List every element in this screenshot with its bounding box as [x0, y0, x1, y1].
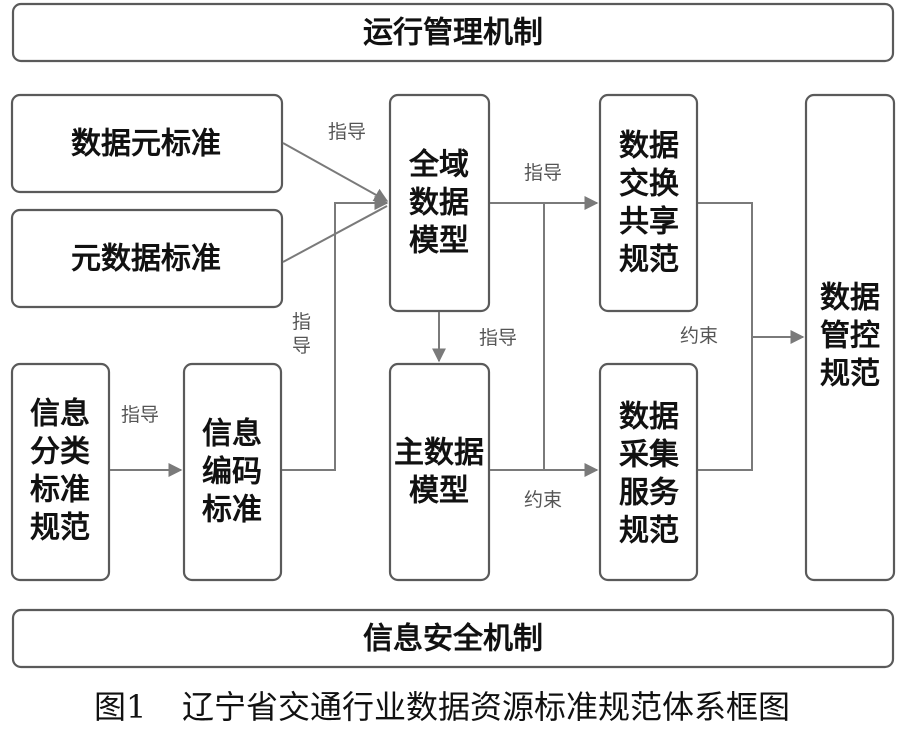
data-control-spec-line: 管控: [820, 319, 880, 354]
global-data-model-line: 数据: [409, 186, 469, 221]
metadata-standard-label: 元数据标准: [71, 242, 221, 277]
master-data-model-box: 主数据 模型: [388, 362, 491, 582]
info-coding-standard-box: 信息 编码 标准: [182, 362, 283, 582]
data-collection-spec-line: 规范: [619, 514, 679, 549]
edge-label-guide: 指导: [524, 162, 562, 184]
edge-label-guide: 指导: [121, 404, 159, 426]
info-classification-spec-line: 规范: [30, 511, 90, 546]
info-classification-spec-line: 标准: [30, 473, 90, 508]
data-collection-spec-line: 服务: [619, 476, 679, 511]
global-data-model-box: 全域 数据 模型: [388, 93, 491, 313]
figure-number: 图1: [94, 688, 146, 726]
info-coding-standard-line: 信息: [202, 417, 262, 452]
global-data-model-line: 全域: [408, 148, 469, 183]
edge-label-guide-vertical: 导: [292, 335, 311, 357]
data-exchange-spec-line: 规范: [619, 243, 679, 278]
edge-label-constrain: 约束: [524, 489, 562, 511]
data-exchange-spec-line: 交换: [619, 167, 680, 202]
edge-coding-to-global-model: [282, 196, 389, 471]
edge-label-guide: 指导: [328, 121, 366, 143]
data-control-spec-box: 数据 管控 规范: [804, 93, 896, 582]
operation-management-mechanism-box: 运行管理机制: [11, 2, 895, 63]
operation-management-mechanism-label: 运行管理机制: [363, 16, 543, 51]
info-classification-spec-line: 信息: [30, 397, 90, 432]
master-data-model-line: 模型: [409, 474, 469, 509]
data-exchange-spec-box: 数据 交换 共享 规范: [598, 93, 699, 313]
global-data-model-line: 模型: [409, 224, 469, 259]
edge-data-element-to-global-model: [282, 142, 389, 202]
master-data-model-line: 主数据: [394, 436, 484, 471]
information-security-mechanism-box: 信息安全机制: [11, 608, 895, 669]
data-element-standard-box: 数据元标准: [10, 93, 284, 194]
information-security-mechanism-label: 信息安全机制: [363, 622, 543, 657]
data-control-spec-line: 规范: [820, 357, 880, 392]
data-collection-spec-line: 数据: [619, 400, 679, 435]
metadata-standard-box: 元数据标准: [10, 208, 284, 309]
data-exchange-spec-line: 共享: [619, 205, 679, 240]
info-coding-standard-line: 编码: [202, 455, 262, 490]
edge-label-constrain: 约束: [680, 325, 718, 347]
info-classification-spec-box: 信息 分类 标准 规范: [10, 362, 111, 582]
edge-label-guide: 指导: [479, 327, 517, 349]
data-element-standard-label: 数据元标准: [71, 127, 221, 162]
data-exchange-spec-line: 数据: [619, 129, 679, 164]
info-coding-standard-line: 标准: [202, 493, 262, 528]
edge-label-guide-vertical: 指: [292, 311, 311, 333]
info-classification-spec-line: 分类: [30, 435, 90, 470]
data-collection-spec-box: 数据 采集 服务 规范: [598, 362, 699, 582]
figure-caption: 辽宁省交通行业数据资源标准规范体系框图: [182, 688, 790, 726]
data-control-spec-line: 数据: [820, 281, 880, 316]
data-collection-spec-line: 采集: [619, 438, 680, 473]
